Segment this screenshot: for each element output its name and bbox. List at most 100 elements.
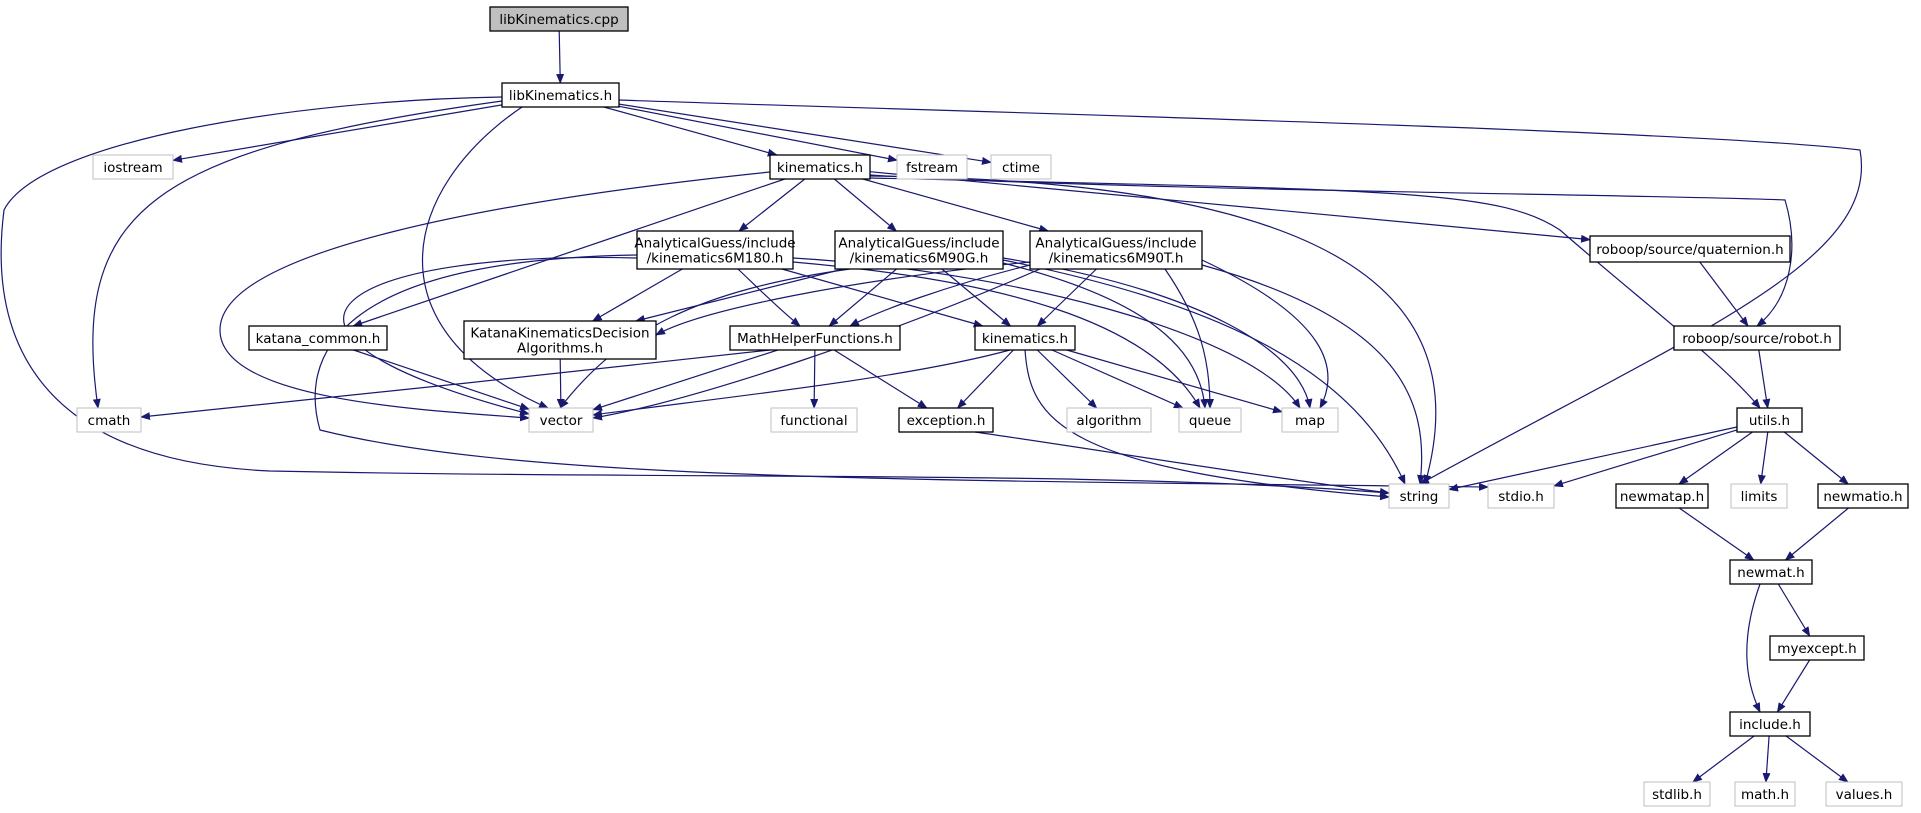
edge-ag_6m90t-to-queue — [1164, 268, 1214, 409]
node-math-h: math.h — [1734, 781, 1796, 807]
node-box — [896, 154, 968, 180]
edge-ag_6m90g-to-vector — [559, 268, 851, 409]
node-box — [1643, 781, 1711, 807]
edge-ag_6m90t-to-mathhelper_h — [849, 264, 1031, 327]
node-newmatio-h[interactable]: newmatio.h — [1817, 483, 1909, 509]
node-box — [1029, 230, 1203, 270]
node-fstream: fstream — [896, 154, 968, 180]
node-box — [463, 320, 657, 360]
node-stdlib-h: stdlib.h — [1643, 781, 1711, 807]
edge-myexcept_h-to-include_h — [1776, 659, 1811, 713]
node-label: MathHelperFunctions.h — [737, 331, 893, 347]
edge-newmat_h-to-include_h — [1746, 583, 1761, 713]
node-values-h: values.h — [1825, 781, 1903, 807]
edge-kinematics_h2-to-vector — [592, 349, 1011, 418]
node-libKinematics-cpp[interactable]: libKinematics.cpp — [489, 6, 629, 32]
node-label: vector — [540, 413, 583, 429]
node-label: AnalyticalGuess/include — [634, 236, 795, 252]
edge-newmat_h-to-myexcept_h — [1777, 583, 1811, 637]
node-include-h[interactable]: include.h — [1729, 711, 1811, 737]
edge-include_h-to-values_h — [1785, 735, 1849, 783]
edge-ag_6m90g-to-kkda_h — [634, 268, 844, 323]
node-label: newmat.h — [1737, 565, 1804, 581]
node-cmath: cmath — [76, 407, 142, 433]
node-kinematics-h2[interactable]: kinematics.h — [974, 325, 1076, 351]
edge-utils_h-to-stdio_h — [1553, 429, 1738, 488]
node-box — [1817, 483, 1909, 509]
edge-ag_6m180-to-stdio_h — [314, 254, 1489, 491]
edge-mathhelper_h-to-cmath — [140, 349, 771, 421]
edge-kkda_h-to-vector — [556, 358, 565, 409]
edge-kinematics_h-to-vector — [219, 171, 771, 422]
edge-ag_6m90t-to-kkda_h — [655, 261, 1031, 336]
node-box — [92, 154, 174, 180]
edge-include_h-to-math_h — [1762, 735, 1771, 783]
edge-ag_6m90g-to-string — [1002, 259, 1406, 485]
edge-robot_h-to-utils_h — [1758, 349, 1771, 409]
node-ag-6m90g[interactable]: AnalyticalGuess/include/kinematics6M90G.… — [834, 230, 1004, 270]
edge-libKinematics_h-to-fstream — [618, 105, 898, 163]
node-label: ctime — [1002, 160, 1040, 176]
node-box — [1769, 635, 1865, 661]
node-label: functional — [780, 413, 847, 429]
node-vector: vector — [528, 407, 594, 433]
edge-kinematics_h-to-robot_h — [869, 174, 1793, 327]
node-libKinematics-h[interactable]: libKinematics.h — [501, 82, 620, 108]
edge-kinematics_h2-to-map — [1066, 349, 1283, 414]
node-box — [1487, 483, 1555, 509]
edge-include_h-to-stdlib_h — [1692, 735, 1755, 783]
edge-mathhelper_h-to-exception_h — [833, 349, 928, 409]
node-label: myexcept.h — [1777, 641, 1856, 657]
node-box — [528, 407, 594, 433]
node-label: AnalyticalGuess/include — [838, 236, 999, 252]
node-box — [769, 154, 871, 180]
node-quaternion-h[interactable]: roboop/source/quaternion.h — [1589, 235, 1791, 263]
node-label: include.h — [1739, 717, 1801, 733]
node-newmatap-h[interactable]: newmatap.h — [1615, 483, 1709, 509]
node-box — [501, 82, 620, 108]
node-map: map — [1281, 407, 1339, 433]
node-box — [1825, 781, 1903, 807]
edge-libKinematics_h-to-string — [0, 96, 1390, 497]
node-katana-common-h[interactable]: katana_common.h — [248, 325, 388, 351]
edge-newmatio_h-to-newmat_h — [1784, 507, 1849, 561]
node-label: utils.h — [1749, 413, 1790, 429]
node-label: AnalyticalGuess/include — [1035, 236, 1196, 252]
node-box — [1730, 483, 1788, 509]
node-mathhelper-h[interactable]: MathHelperFunctions.h — [729, 325, 901, 351]
edge-libKinematics_h-to-cmath — [92, 100, 503, 409]
node-label: roboop/source/quaternion.h — [1596, 242, 1783, 258]
node-label: values.h — [1836, 787, 1893, 803]
node-label: queue — [1189, 413, 1231, 429]
node-label: algorithm — [1076, 413, 1141, 429]
node-box — [76, 407, 142, 433]
node-kinematics-h[interactable]: kinematics.h — [769, 154, 871, 180]
edge-kinematics_h-to-string — [869, 175, 1437, 485]
node-box — [1589, 235, 1791, 263]
node-box — [1066, 407, 1152, 433]
node-exception-h[interactable]: exception.h — [898, 407, 994, 433]
nodes-layer: libKinematics.cpplibKinematics.hiostream… — [76, 6, 1909, 807]
node-label: /kinematics6M90T.h — [1049, 251, 1184, 267]
node-robot-h[interactable]: roboop/source/robot.h — [1673, 325, 1841, 351]
edge-libKinematics_h-to-ctime — [618, 103, 992, 165]
node-label: /kinematics6M90G.h — [850, 251, 989, 267]
node-label: stdio.h — [1498, 489, 1544, 505]
edge-ag_6m180-to-vector — [343, 256, 638, 416]
node-ag-6m180[interactable]: AnalyticalGuess/include/kinematics6M180.… — [634, 230, 796, 270]
edge-ag_6m90t-to-vector — [592, 268, 1041, 421]
node-myexcept-h[interactable]: myexcept.h — [1769, 635, 1865, 661]
node-box — [248, 325, 388, 351]
node-box — [636, 230, 794, 270]
node-box — [898, 407, 994, 433]
node-box — [974, 325, 1076, 351]
node-label: kinematics.h — [777, 160, 863, 176]
edge-kinematics_h-to-quaternion_h — [869, 171, 1591, 243]
edge-ag_6m90g-to-kinematics_h2 — [941, 268, 1012, 327]
node-label: math.h — [1741, 787, 1789, 803]
node-ag-6m90t[interactable]: AnalyticalGuess/include/kinematics6M90T.… — [1029, 230, 1203, 270]
node-newmat-h[interactable]: newmat.h — [1729, 559, 1813, 585]
node-string: string — [1388, 483, 1450, 509]
node-utils-h[interactable]: utils.h — [1736, 407, 1803, 433]
